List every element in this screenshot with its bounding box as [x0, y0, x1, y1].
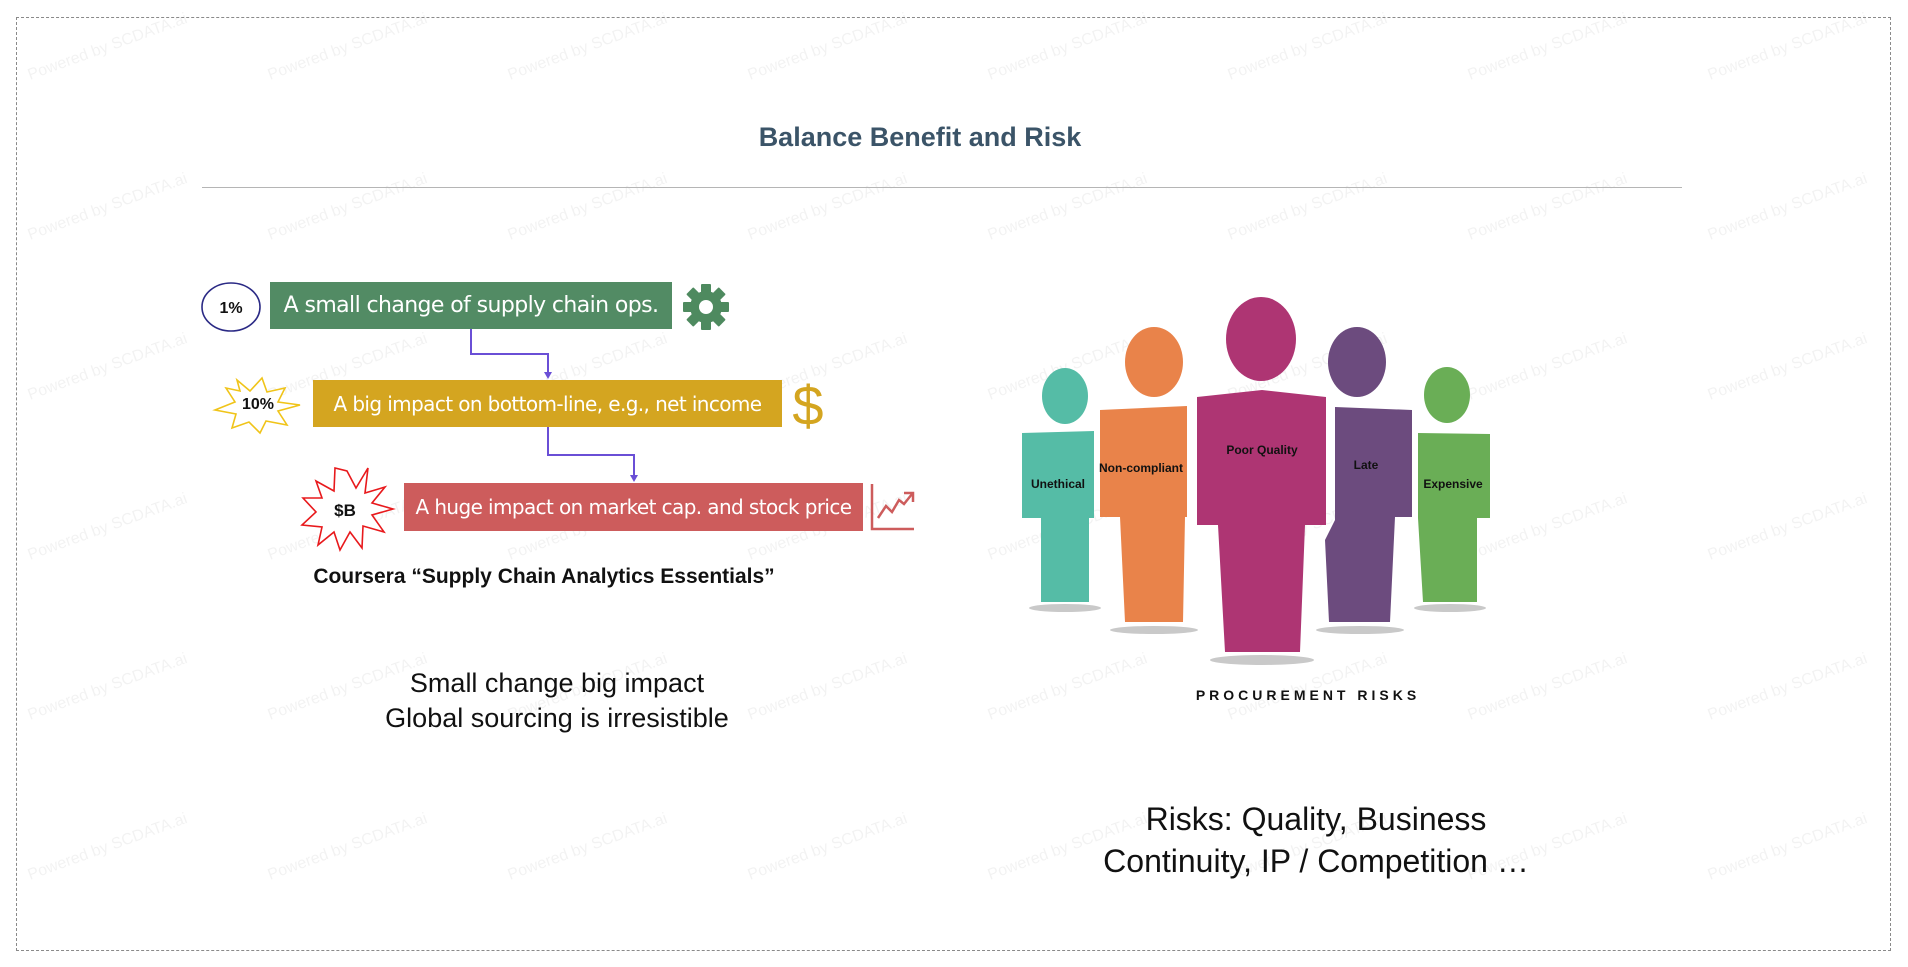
connector-arrow: [547, 427, 635, 476]
badge-billion-burst: [300, 466, 396, 552]
figure-label: Late: [1354, 458, 1379, 472]
arrowhead: [544, 372, 552, 379]
figure-label: Expensive: [1423, 477, 1483, 491]
figure-shadows: [1029, 604, 1486, 665]
figure-label: Poor Quality: [1226, 443, 1298, 457]
connector-arrow: [470, 329, 549, 373]
gear-icon: [683, 284, 729, 330]
figure-label: Unethical: [1031, 477, 1085, 491]
figure-label: Non-compliant: [1099, 461, 1183, 475]
impact-diagram: 1% 10% $B $: [201, 282, 915, 552]
badge-10pct-star: [212, 376, 301, 435]
figure-expensive: Expensive: [1418, 367, 1490, 602]
trend-chart-icon: [870, 484, 915, 531]
risks-line-1: Risks: Quality, Business: [1145, 801, 1487, 837]
badge-1pct-text: 1%: [219, 300, 242, 317]
figure-unethical: Unethical: [1022, 368, 1094, 602]
arrowhead: [630, 475, 638, 482]
figure-poor-quality: Poor Quality: [1197, 297, 1326, 652]
badge-1pct-circle: [201, 282, 261, 332]
figure-late: Late: [1325, 327, 1412, 622]
risks-summary: Risks: Quality, Business Continuity, IP …: [1050, 798, 1582, 882]
step-market-cap: A huge impact on market cap. and stock p…: [404, 483, 863, 531]
benefit-line-1: Small change big impact: [409, 668, 705, 698]
dollar-icon: $: [792, 374, 823, 437]
slide-frame: [16, 17, 1891, 951]
figure-caption: PROCUREMENT RISKS: [1195, 687, 1421, 703]
title-divider: [202, 187, 1682, 188]
page-title: Balance Benefit and Risk: [758, 122, 1082, 152]
benefit-summary: Small change big impact Global sourcing …: [307, 666, 807, 736]
procurement-risks-figure: Unethical Expensive Non-compliant Late P…: [1022, 297, 1490, 665]
source-caption: Coursera “Supply Chain Analytics Essenti…: [313, 565, 775, 588]
benefit-line-2: Global sourcing is irresistible: [385, 703, 729, 733]
risks-line-2: Continuity, IP / Competition …: [1103, 843, 1529, 879]
step-bottom-line: A big impact on bottom-line, e.g., net i…: [313, 380, 782, 427]
step-small-change: A small change of supply chain ops.: [270, 282, 672, 329]
figure-non-compliant: Non-compliant: [1099, 327, 1187, 622]
badge-10pct-text: 10%: [242, 396, 274, 413]
badge-billion-text: $B: [334, 501, 356, 520]
